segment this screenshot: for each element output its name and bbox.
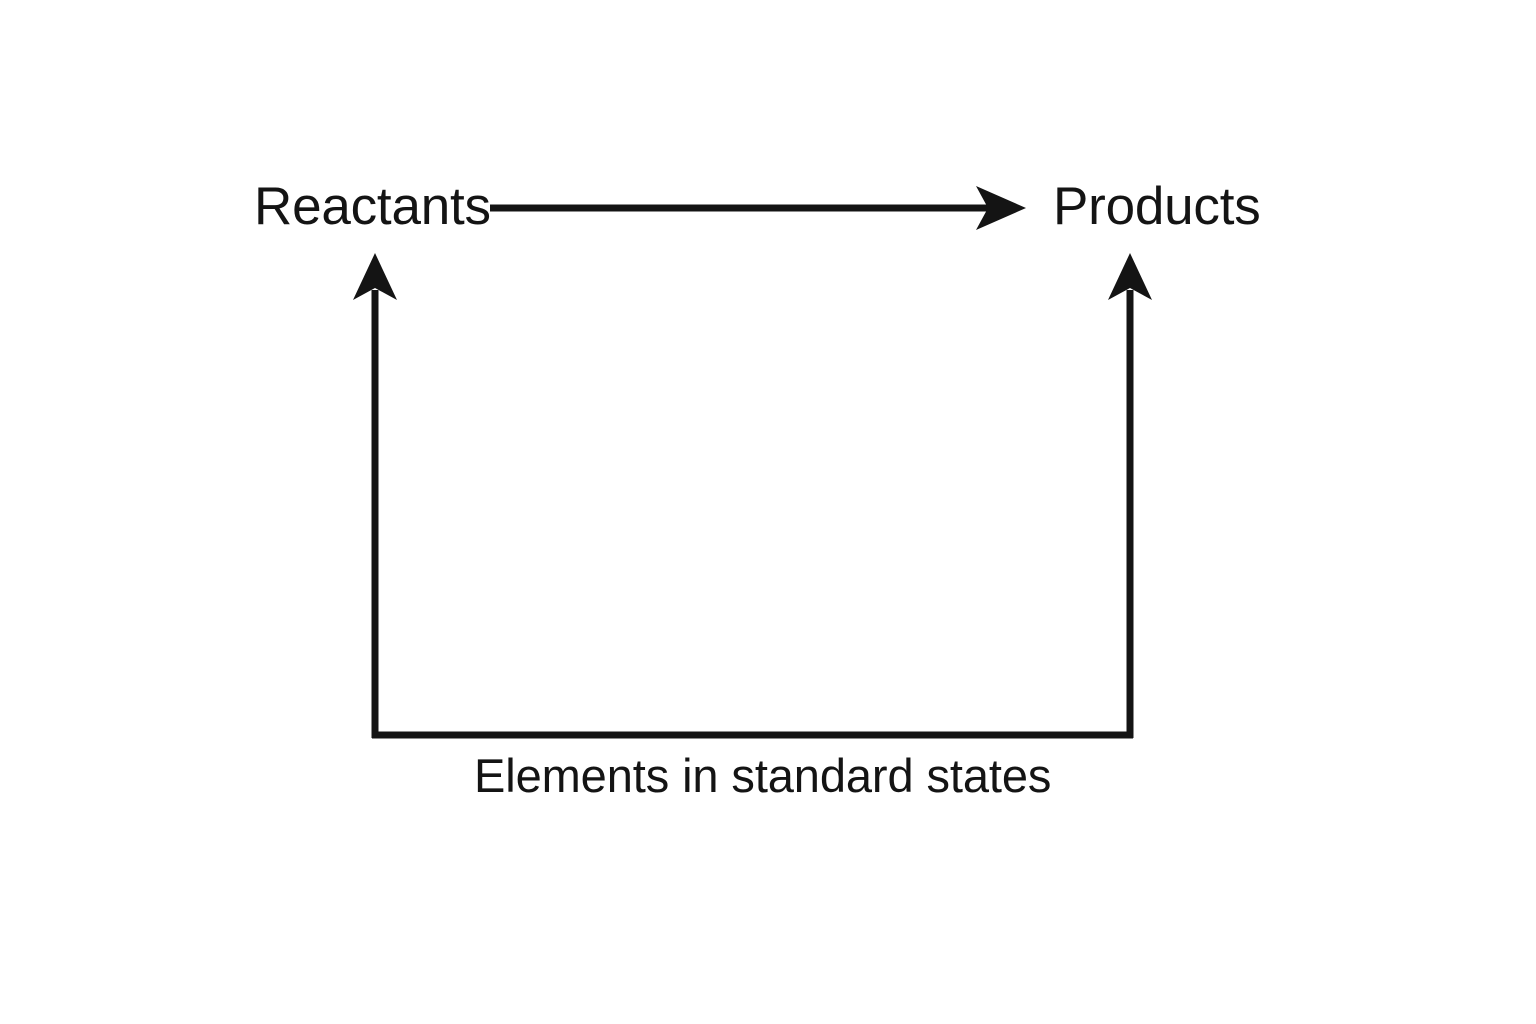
elements-to-reactants-arrow [353,253,397,738]
elements-in-standard-states-label: Elements in standard states [474,749,1052,802]
reactants-to-products-arrow [490,186,1026,230]
right-arrow-head [1108,253,1152,300]
reaction-arrow-head [976,186,1026,230]
products-label: Products [1053,177,1261,236]
left-arrow-head [353,253,397,300]
elements-to-products-arrow [1108,253,1152,738]
reactants-label: Reactants [254,177,491,236]
